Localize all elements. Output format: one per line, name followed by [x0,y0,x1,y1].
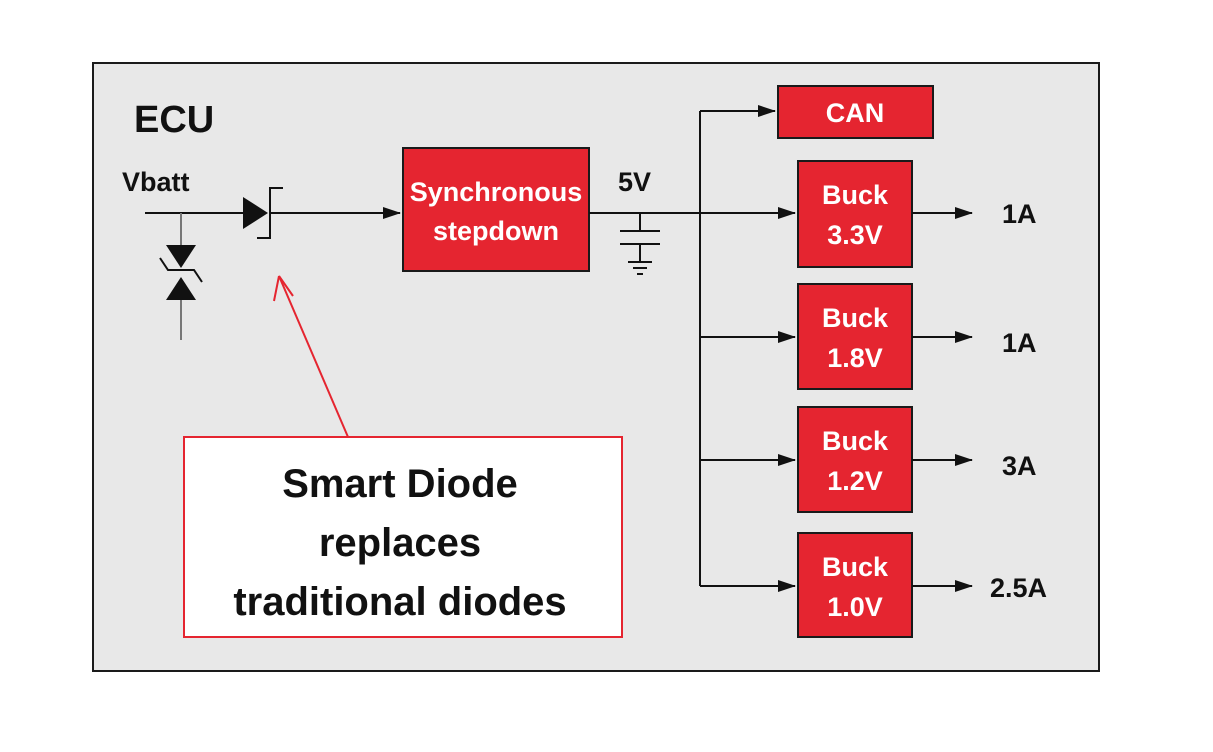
buck-1-0v-line1: Buck [822,552,889,582]
rail-5v-label: 5V [618,167,651,197]
buck-1-0v-line2: 1.0V [827,592,883,622]
vbatt-label: Vbatt [122,167,190,197]
buck-1-2v-line2: 1.2V [827,466,883,496]
callout-pointer [273,275,349,438]
can-block: CAN [777,85,934,139]
can-label: CAN [826,98,885,128]
tvs-diode-icon [159,213,203,340]
buck-1-8v-line1: Buck [822,303,889,333]
buck-3-3v-block: Buck 3.3V [797,160,913,268]
buck-1-2v-output-label: 3A [1002,451,1037,481]
callout-line3: traditional diodes [233,580,566,624]
smart-diode-callout: Smart Diode replaces traditional diodes [183,436,623,638]
buck-1-8v-block: Buck 1.8V [797,283,913,390]
buck-1-2v-line1: Buck [822,426,889,456]
callout-line1: Smart Diode [282,462,518,506]
ecu-title: ECU [134,99,214,141]
ground-icon [628,261,652,275]
synchronous-stepdown-block: Synchronous stepdown [402,147,590,272]
buck-1-0v-output-label: 2.5A [990,573,1047,603]
buck-3-3v-line2: 3.3V [827,220,883,250]
callout-line2: replaces [319,521,481,565]
buck-1-0v-block: Buck 1.0V [797,532,913,638]
buck-1-8v-line2: 1.8V [827,343,883,373]
stepdown-line1: Synchronous [410,177,583,207]
buck-1-8v-output-label: 1A [1002,328,1037,358]
buck-3-3v-line1: Buck [822,180,889,210]
capacitor-icon [620,213,660,262]
buck-1-2v-block: Buck 1.2V [797,406,913,513]
stepdown-line2: stepdown [433,216,559,246]
buck-3-3v-output-label: 1A [1002,199,1037,229]
